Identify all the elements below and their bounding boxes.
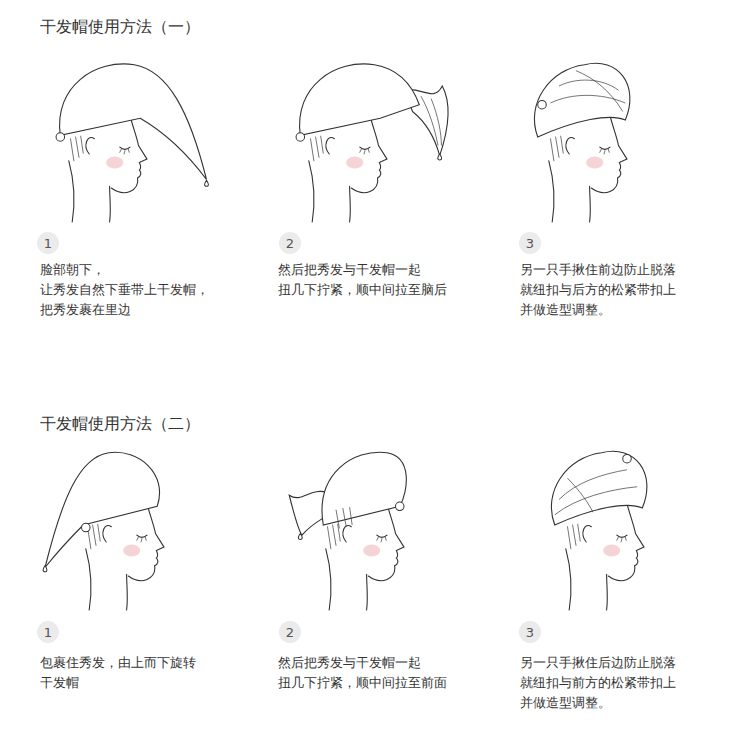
step-figure [289,452,406,610]
head-figure [549,116,627,222]
step-figure [534,63,629,222]
section-heading: 干发帽使用方法（一） [40,16,360,38]
step-caption: 然后把秀发与干发帽一起 扭几下拧紧，顺中间拉至前面 [278,653,493,693]
step-caption: 另一只手揪住前边防止脱落 就纽扣与后方的松紧带扣上 并做造型调整。 [520,260,735,320]
cap-button [56,133,65,142]
step-figure [43,452,164,610]
step-number: 2 [279,232,301,254]
step-number-text: 1 [44,626,52,639]
step-number: 2 [279,621,301,643]
step-number: 3 [519,232,541,254]
step-number: 1 [37,232,59,254]
towel-turban [551,451,646,525]
head-figure [566,504,644,610]
head-figure [69,116,147,222]
step-caption: 另一只手揪住后边防止脱落 就纽扣与前方的松紧带扣上 并做造型调整。 [520,653,735,713]
twist-line [421,96,441,145]
water-drop [298,534,302,540]
section-heading: 干发帽使用方法（二） [40,413,360,435]
step-figure [56,64,208,222]
towel-cap [60,64,207,180]
step-figure [296,64,448,222]
step-figure [551,451,646,610]
water-drop [205,180,209,186]
step-caption: 然后把秀发与干发帽一起 扭几下拧紧，顺中间拉至脑后 [278,260,493,300]
step-number-text: 2 [286,626,294,639]
step-number-text: 3 [526,626,534,639]
head-figure [309,116,387,222]
cap-button [538,100,547,109]
fold-line [551,71,626,112]
step-number-text: 3 [526,237,534,250]
cap-button [296,133,305,142]
step-caption: 脸部朝下， 让秀发自然下垂带上干发帽， 把秀发裹在里边 [40,260,255,320]
step-number: 1 [37,621,59,643]
towel-cap [45,452,160,567]
towel-turban [534,63,629,137]
step-number-text: 2 [286,237,294,250]
cap-button [396,502,405,511]
water-drop [438,154,442,160]
hair-strand [336,507,352,528]
towel-cap [300,64,420,135]
step-number: 3 [519,621,541,643]
head-figure [326,504,404,610]
cap-button [82,523,91,532]
cap-button [623,454,632,463]
step-number-text: 1 [44,237,52,250]
water-drop [43,566,47,572]
towel-cap [322,452,406,525]
fold-line [555,470,637,515]
step-caption: 包裹住秀发，由上而下旋转 干发帽 [40,653,210,693]
